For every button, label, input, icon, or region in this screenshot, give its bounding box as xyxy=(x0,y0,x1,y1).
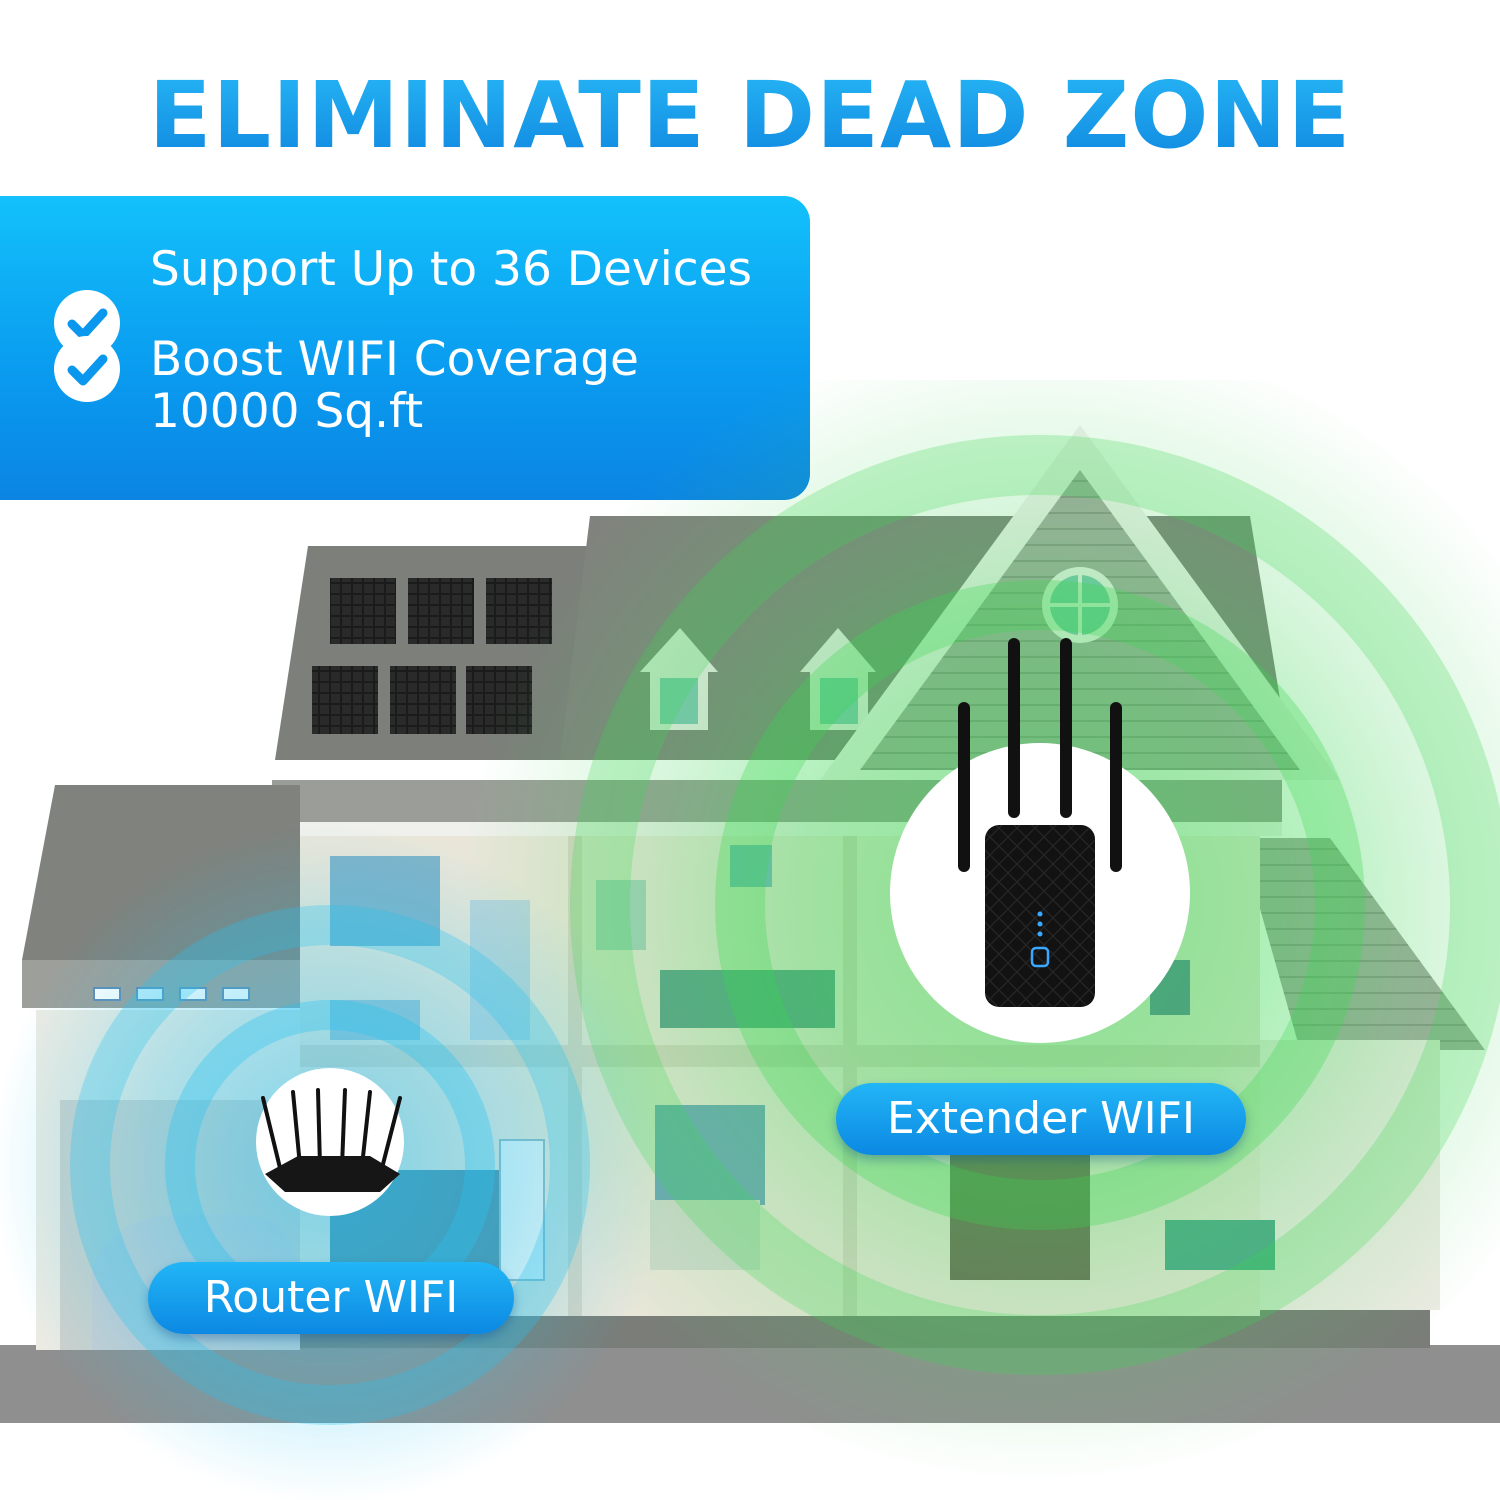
extender-wifi-label: Extender WIFI xyxy=(836,1083,1246,1155)
power-button-icon xyxy=(1030,946,1050,968)
extender-device xyxy=(958,638,1122,1007)
router-device xyxy=(261,1088,402,1192)
antenna xyxy=(1008,638,1020,818)
feature-line: Boost WIFI Coverage xyxy=(150,332,639,387)
router-body xyxy=(265,1156,400,1192)
headline: ELIMINATE DEAD ZONE xyxy=(0,62,1500,169)
antenna xyxy=(1110,702,1122,872)
feature-line: Support Up to 36 Devices xyxy=(150,242,753,297)
feature-text: Support Up to 36 Devices xyxy=(150,244,752,296)
check-circle-icon xyxy=(54,336,120,402)
router-bubble xyxy=(256,1068,404,1216)
antenna xyxy=(1060,638,1072,818)
features-panel: Support Up to 36 Devices Boost WIFI Cove… xyxy=(0,196,810,500)
antenna xyxy=(958,702,970,872)
feature-line: 10000 Sq.ft xyxy=(150,384,424,439)
router-wifi-label: Router WIFI xyxy=(148,1262,514,1334)
feature-text: Boost WIFI Coverage 10000 Sq.ft xyxy=(150,334,639,438)
